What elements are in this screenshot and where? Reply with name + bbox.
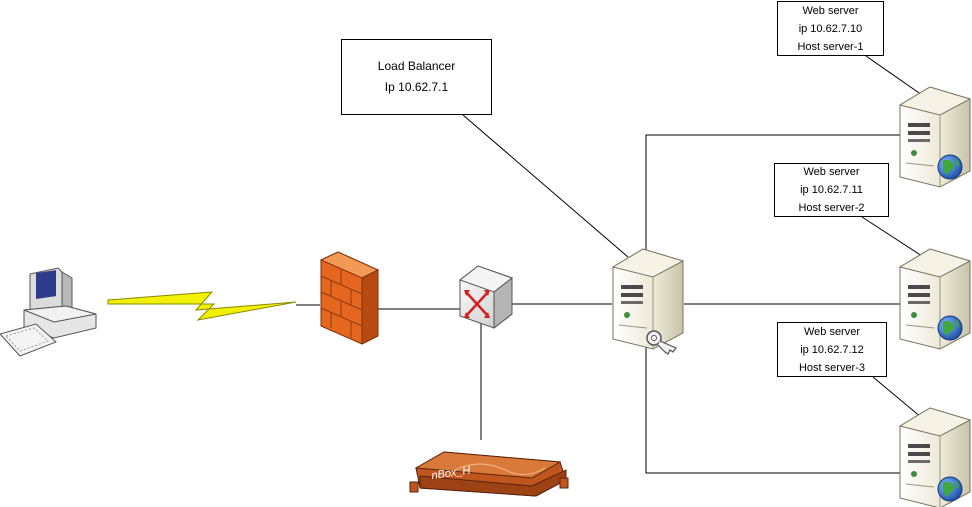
server2-callout-line: [861, 216, 923, 257]
appliance-label: nBox_H: [431, 465, 471, 482]
web-server-2-host: Host server-2: [798, 202, 865, 214]
server1-callout-line: [865, 55, 923, 96]
lightning-link-icon: [107, 291, 297, 321]
load-balancer-to-server3-line: [645, 345, 900, 474]
globe-icon: [937, 154, 963, 180]
web-server-3-ip: ip 10.62.7.12: [800, 343, 864, 356]
connectors: [296, 55, 923, 474]
web-server-2-label-box: Web server ip 10.62.7.11 Host server-2: [774, 163, 889, 217]
load-balancer-label-box: Load Balancer Ip 10.62.7.1: [341, 39, 492, 115]
load-balancer-title: Load Balancer: [377, 59, 456, 73]
web-server-3-host: Host server-3: [798, 361, 866, 374]
web-server-1-role: Web server: [802, 4, 859, 17]
web-server-1-ip: ip 10.62.7.10: [798, 22, 863, 35]
router-icon: [458, 265, 514, 330]
web-server-2-role: Web server: [803, 166, 860, 178]
web-server-1-host: Host server-1: [797, 40, 864, 53]
firewall-icon: [319, 251, 380, 345]
workstation-icon: [0, 267, 97, 357]
globe-icon: [937, 476, 963, 502]
load-balancer-to-server1-line: [645, 134, 900, 260]
web-server-3-label-box: Web server ip 10.62.7.12 Host server-3: [777, 322, 887, 377]
web-server-3-role: Web server: [803, 325, 861, 338]
load-balancer-ip: Ip 10.62.7.1: [384, 80, 449, 94]
server3-callout-line: [872, 376, 923, 419]
load-balancer-callout-line: [462, 114, 629, 258]
web-server-2-ip: ip 10.62.7.11: [800, 184, 863, 196]
key-icon: [646, 330, 677, 355]
web-server-1-label-box: Web server ip 10.62.7.10 Host server-1: [777, 1, 884, 56]
rack-appliance-icon: nBox_H: [409, 451, 569, 497]
globe-icon: [937, 315, 963, 341]
